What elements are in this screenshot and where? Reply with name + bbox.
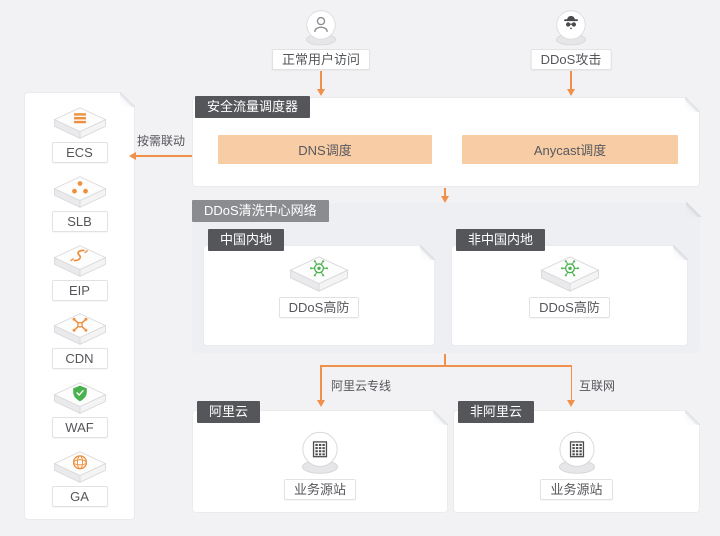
anti-ddos-label: DDoS高防 <box>529 297 610 318</box>
sidebar-item-cdn: CDN <box>51 312 108 370</box>
non-aliyun-origin-panel: 非阿里云 业务源站 <box>453 401 700 513</box>
connector-right-drop <box>570 365 572 401</box>
aliyun-title-badge: 阿里云 <box>197 401 261 423</box>
zone-outside-title-badge: 非中国内地 <box>456 229 546 251</box>
ecs-label: ECS <box>51 142 108 163</box>
connector-cross <box>320 365 572 367</box>
hacker-icon <box>556 10 586 46</box>
sidebar-item-ecs: ECS <box>51 106 108 163</box>
origin-server-label: 业务源站 <box>540 479 613 500</box>
zone-outside-china: 非中国内地 DDoS高防 <box>451 229 688 346</box>
origin-server-icon <box>558 431 595 474</box>
attacker-node <box>549 8 593 48</box>
cleaning-center-title-badge: DDoS清洗中心网络 <box>192 200 329 222</box>
linkage-label: 按需联动 <box>136 134 185 148</box>
connector-left-drop <box>320 365 322 401</box>
non-aliyun-title-badge: 非阿里云 <box>458 401 535 423</box>
waf-icon <box>52 382 107 415</box>
route-right-label: 互联网 <box>579 379 616 393</box>
connector-stem <box>444 354 446 366</box>
anti-ddos-icon <box>539 256 600 292</box>
anti-ddos-label: DDoS高防 <box>278 297 360 318</box>
ga-label: GA <box>51 485 108 507</box>
attacker-label: DDoS攻击 <box>530 49 612 70</box>
traffic-scheduler-panel: 安全流量调度器 DNS调度 Anycast调度 <box>192 96 700 187</box>
linkage-arrow <box>136 155 192 157</box>
arrowhead-left-origin <box>317 400 325 407</box>
scheduler-title-badge: 安全流量调度器 <box>195 96 311 118</box>
dns-scheduling-box: DNS调度 <box>218 135 432 164</box>
route-left-label: 阿里云专线 <box>331 379 392 393</box>
sidebar-item-waf: WAF <box>51 381 108 439</box>
anycast-scheduling-box: Anycast调度 <box>462 135 678 164</box>
sidebar-item-slb: SLB <box>51 175 108 232</box>
aliyun-origin-panel: 阿里云 业务源站 <box>192 401 448 513</box>
arrowhead-cleaning <box>441 196 449 203</box>
zone-mainland-title-badge: 中国内地 <box>208 229 285 251</box>
cleaning-center-panel: DDoS清洗中心网络 中国内地 <box>192 200 701 353</box>
anti-ddos-icon <box>289 256 349 292</box>
ecs-icon <box>52 107 107 139</box>
ga-icon <box>52 451 107 483</box>
sidebar-item-eip: EIP <box>51 244 108 301</box>
arrowhead-user <box>317 89 325 96</box>
eip-icon <box>52 244 107 277</box>
normal-user-label: 正常用户访问 <box>271 49 371 70</box>
origin-server-label: 业务源站 <box>283 479 356 500</box>
waf-label: WAF <box>51 417 108 439</box>
arrowhead-right-origin <box>567 400 575 407</box>
cdn-label: CDN <box>51 348 108 370</box>
zone-mainland-china: 中国内地 DDoS高防 <box>203 229 435 346</box>
slb-label: SLB <box>51 210 108 232</box>
arrow-attack-to-scheduler <box>570 71 572 90</box>
user-icon <box>306 10 336 46</box>
arrowhead-linkage <box>129 152 136 160</box>
normal-user-node <box>299 8 343 48</box>
eip-label: EIP <box>51 279 108 301</box>
cdn-icon <box>52 313 107 346</box>
origin-server-icon <box>302 431 338 474</box>
cloud-products-panel: ECS SLB EIP <box>24 92 135 520</box>
sidebar-item-ga: GA <box>51 450 108 507</box>
arrow-scheduler-to-cleaning <box>444 188 446 197</box>
slb-icon <box>52 176 107 208</box>
arrowhead-attack <box>567 89 575 96</box>
arrow-user-to-scheduler <box>320 71 322 90</box>
